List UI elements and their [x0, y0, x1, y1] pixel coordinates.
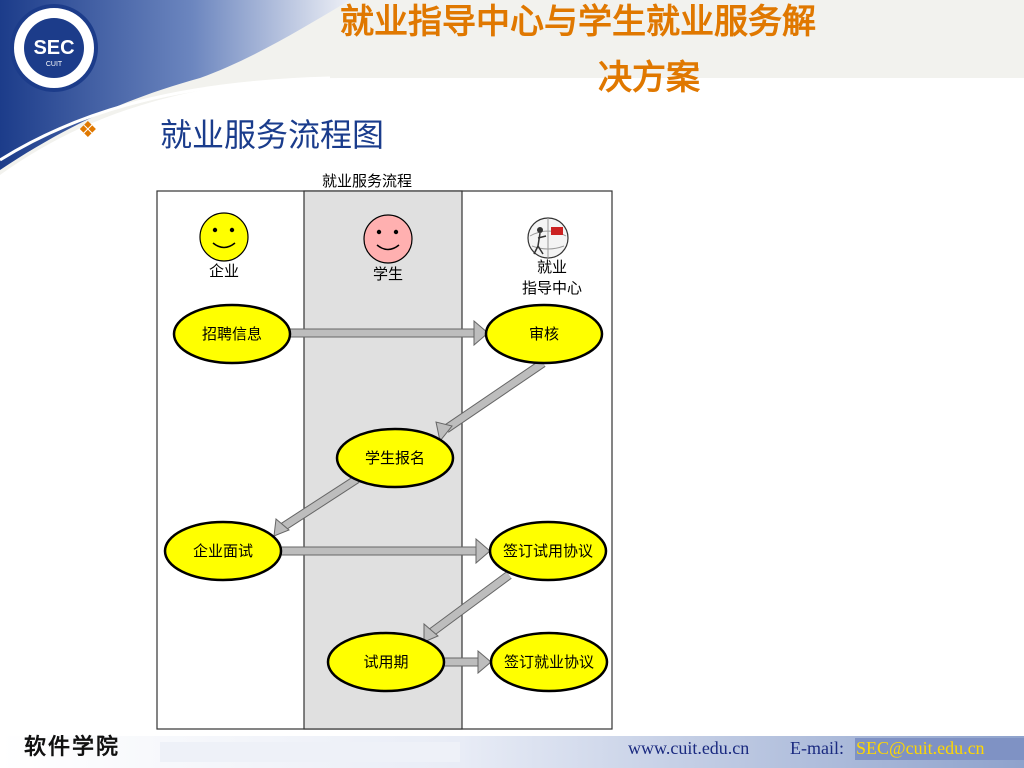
arrow-baoming-to-mianshi: [273, 475, 360, 537]
logo-subtext: CUIT: [46, 61, 63, 68]
arrow-shiyongxieyi-to-shiyongqi: [423, 571, 512, 643]
svg-text:签订就业协议: 签订就业协议: [504, 654, 594, 671]
diamond-bullet-icon: ❖: [78, 118, 98, 143]
flow-diagram: 就业服务流程 企业 学生 就业 指导中心: [156, 173, 613, 730]
svg-text:签订试用协议: 签订试用协议: [503, 543, 593, 560]
slide-title-line2: 决方案: [598, 58, 700, 98]
smiley-pink-icon: [363, 214, 413, 264]
globe-person-icon: [527, 217, 569, 259]
lane-label-enterprise: 企业: [209, 262, 239, 280]
flow-arrows: [273, 319, 546, 675]
arrow-shiyongqi-to-jiuyexieyi: [444, 649, 492, 675]
college-logo: SEC CUIT: [10, 4, 98, 92]
node-mianshi: 企业面试: [163, 520, 283, 582]
node-shenhe: 审核: [484, 303, 604, 365]
svg-text:学生报名: 学生报名: [365, 450, 425, 467]
logo-text: SEC: [33, 37, 74, 59]
lane-label-student: 学生: [373, 266, 403, 283]
arrow-zhaopin-to-shenhe: [290, 319, 489, 347]
footer-band: [0, 736, 1024, 768]
footer-brand: 软件学院: [24, 734, 121, 760]
arrow-mianshi-to-shiyongxieyi: [280, 537, 491, 565]
smiley-yellow-icon: [199, 212, 249, 262]
node-zhaopin: 招聘信息: [172, 303, 292, 365]
diagram-title: 就业服务流程: [322, 173, 412, 190]
footer-email-label: E-mail:: [790, 738, 844, 758]
node-baoming: 学生报名: [335, 427, 455, 489]
footer-url[interactable]: www.cuit.edu.cn: [628, 738, 750, 758]
arrow-shenhe-to-baoming: [435, 359, 546, 443]
node-shiyongqi: 试用期: [326, 631, 446, 693]
bullet-text: 就业服务流程图: [160, 116, 385, 154]
lane-label-center-line1: 就业: [537, 259, 567, 276]
svg-text:企业面试: 企业面试: [193, 542, 253, 560]
footer-email[interactable]: SEC@cuit.edu.cn: [856, 738, 985, 758]
svg-text:试用期: 试用期: [363, 654, 408, 671]
node-shiyong-xieyi: 签订试用协议: [488, 520, 608, 582]
svg-text:招聘信息: 招聘信息: [202, 326, 262, 343]
svg-text:审核: 审核: [529, 326, 559, 343]
node-jiuye-xieyi: 签订就业协议: [489, 631, 609, 693]
slide-title-line1: 就业指导中心与学生就业服务解: [340, 2, 816, 42]
lane-label-center-line2: 指导中心: [522, 280, 582, 297]
